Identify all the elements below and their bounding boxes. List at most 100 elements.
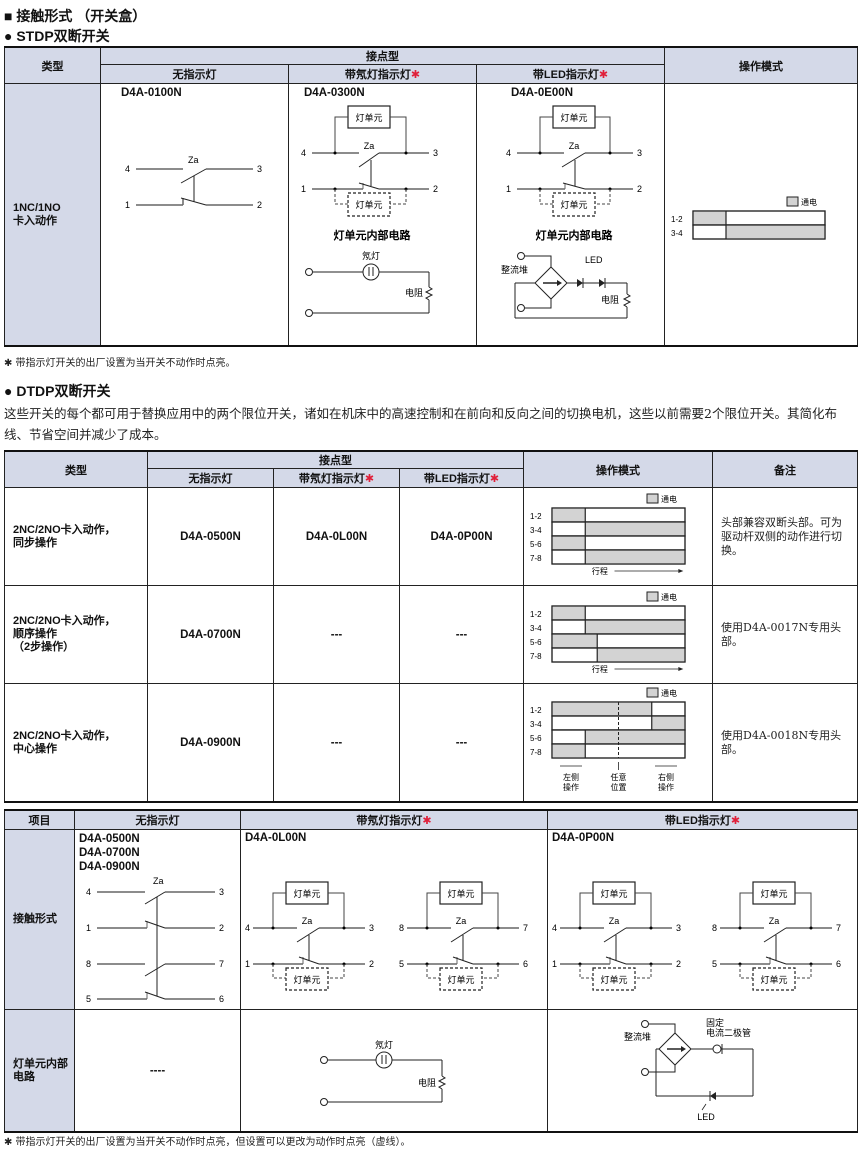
mode-row-label: 1-2 <box>671 215 683 224</box>
wire-dashed <box>635 964 652 979</box>
junction-dot <box>738 926 742 930</box>
terminal-label: 4 <box>125 164 130 174</box>
circuit-title: 灯单元内部电路 <box>334 228 412 242</box>
terminal-label: 7 <box>836 923 841 933</box>
mode-row-outline <box>692 224 826 240</box>
type-label: 2NC/2NO卡入动作， 同步操作 <box>13 523 116 549</box>
terminal-label: 4 <box>86 887 91 897</box>
operation-mode-chart: 通电1-23-45-67-8行程 <box>530 591 686 674</box>
resistor-label: 电阻 <box>601 294 619 305</box>
header-neon: 带氖灯指示灯✱ <box>273 468 400 488</box>
mode-row-label: 3-4 <box>530 720 542 729</box>
terminal-label: 2 <box>219 923 224 933</box>
terminal-label: 1 <box>506 184 511 194</box>
legend-label: 通电 <box>801 197 817 207</box>
led-icon <box>577 279 583 287</box>
terminal-label: 6 <box>219 994 224 1004</box>
lamp-unit-label: 灯单元 <box>293 888 320 899</box>
legend-label: 通电 <box>661 688 677 698</box>
header-mode: 操作模式 <box>523 450 714 488</box>
asterisk-icon: ✱ <box>364 473 375 485</box>
za-label: Za <box>569 141 580 151</box>
mode-row-label: 7-8 <box>530 554 542 563</box>
type-label: 2NC/2NO卡入动作， 中心操作 <box>13 729 116 755</box>
terminal-label: 2 <box>637 184 642 194</box>
energized-segment <box>726 225 826 239</box>
operation-mode-chart: 通电1-23-4 <box>671 196 826 240</box>
header-led-label: 带LED指示灯 <box>664 815 731 827</box>
model-cell: --- <box>398 683 525 803</box>
terminal-label: 3 <box>637 148 642 158</box>
remark-cell: 使用D4A-0017N专用头部。 <box>712 585 859 684</box>
terminal-label: 5 <box>399 959 404 969</box>
za-label: Za <box>609 916 620 926</box>
led-circuit-cell: 整流堆 固定电流二极管 LED <box>547 1009 858 1133</box>
terminal-label: 3 <box>369 923 374 933</box>
energized-segment <box>693 211 727 225</box>
terminal-label: 7 <box>219 959 224 969</box>
junction-dot <box>578 926 582 930</box>
wire-dashed <box>579 964 593 979</box>
model-cell: --- <box>273 683 400 803</box>
header-no-lamp: 无指示灯 <box>147 468 274 488</box>
type-line1: 1NC/1NO <box>13 201 61 214</box>
stdp-table: 类型 接点型 操作模式 无指示灯 带氖灯指示灯✱ 带LED指示灯✱ 1NC/1N… <box>4 46 859 347</box>
terminal-label: 1 <box>86 923 91 933</box>
header-no-lamp: 无指示灯 <box>74 809 241 830</box>
wire-dashed <box>795 964 812 979</box>
wire <box>426 892 440 928</box>
header-led: 带LED指示灯✱ <box>547 809 858 830</box>
neon-lamp-icon <box>375 1051 393 1069</box>
circuit-title: 灯单元内部电路 <box>536 228 614 242</box>
model-cell: D4A-0L00N <box>273 487 400 586</box>
crd-label-line: 固定 <box>706 1017 724 1028</box>
contact-blade <box>603 927 627 943</box>
model-number: D4A-0E00N <box>511 87 573 99</box>
resistor-icon <box>424 286 434 301</box>
header-led: 带LED指示灯✱ <box>475 64 666 84</box>
terminal-label: 4 <box>506 148 511 158</box>
energized-segment <box>585 730 686 744</box>
wire-dashed <box>482 964 499 979</box>
operation-mode-chart: 通电1-23-45-67-8行程 <box>530 493 686 576</box>
lamp-unit-box-dashed <box>752 967 796 991</box>
mode-row-label: 1-2 <box>530 610 542 619</box>
led-icon <box>710 1092 716 1100</box>
neon-circuit-cell: 氖灯 电阻 <box>240 1009 548 1133</box>
mode-row-label: 3-4 <box>530 526 542 535</box>
header-contact-group: 接点型 <box>99 46 666 65</box>
stroke-label: 行程 <box>592 664 608 674</box>
wire <box>739 892 753 928</box>
mode-row-label: 5-6 <box>530 540 542 549</box>
model-cell: --- <box>398 585 525 684</box>
type-cell: 2NC/2NO卡入动作， 中心操作 <box>4 683 148 803</box>
terminal-label: 4 <box>245 923 250 933</box>
mode-row-outline <box>551 647 686 663</box>
led-label: LED <box>585 255 603 265</box>
type-cell: 2NC/2NO卡入动作， 同步操作 <box>4 487 148 586</box>
row-label: 接触形式 <box>4 829 75 1010</box>
wire <box>795 892 812 928</box>
energized-segment <box>552 634 598 648</box>
energized-segment <box>552 536 586 550</box>
mode-row-label: 1-2 <box>530 512 542 521</box>
stdp-footnote: ✱ 带指示灯开关的出厂设置为当开关不动作时点亮。 <box>4 358 236 369</box>
model-number: D4A-0500N <box>79 833 140 845</box>
energized-segment <box>585 550 686 564</box>
crd-icon <box>712 1044 722 1054</box>
lamp-unit-label: 灯单元 <box>447 888 474 899</box>
contact-form-table: 项目 无指示灯 带氖灯指示灯✱ 带LED指示灯✱ 接触形式 D4A-0500N … <box>4 809 858 1133</box>
led-icon <box>599 279 605 287</box>
header-neon: 带氖灯指示灯✱ <box>240 809 548 830</box>
terminal-label: 4 <box>552 923 557 933</box>
arrow-head-icon <box>678 667 684 671</box>
mode-row-label: 7-8 <box>530 748 542 757</box>
dtdp-description: 这些开关的每个都可用于替换应用中的两个限位开关，诸如在机床中的高速控制和在前向和… <box>4 406 837 442</box>
terminal-label: 3 <box>676 923 681 933</box>
header-no-lamp: 无指示灯 <box>100 64 289 84</box>
